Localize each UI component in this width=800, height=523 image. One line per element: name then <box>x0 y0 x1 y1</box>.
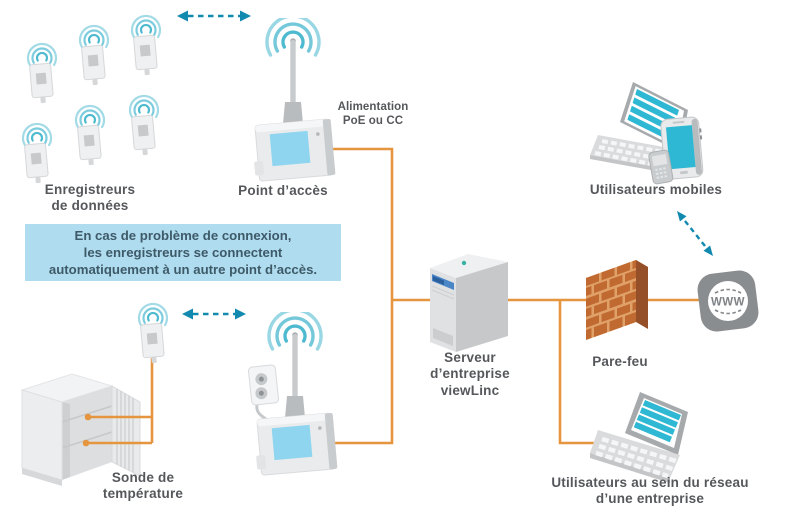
line-temperature-probes <box>86 358 154 445</box>
line-accesspoints-trunk <box>333 147 394 445</box>
wifi-ripples-icon <box>265 18 321 57</box>
feature-phone-icon <box>648 149 674 185</box>
wifi-ripples-icon <box>267 312 323 351</box>
temperature-probe-label: Sonde de température <box>102 470 184 502</box>
server-label: Serveur d’entreprise viewLinc <box>430 350 510 398</box>
data-logger-icon <box>128 94 160 156</box>
access-point-screen <box>271 424 313 461</box>
wifi-ripples-icon <box>21 122 53 147</box>
data-logger-icon <box>26 42 58 104</box>
data-loggers-label: Enregistreurs de données <box>44 182 136 214</box>
mobile-users-devices <box>590 82 704 185</box>
data-logger-icon <box>137 302 169 364</box>
smartphone-icon <box>660 116 704 180</box>
power-note-label: Alimentation PoE ou CC <box>337 101 409 128</box>
dashed-double-arrow-icon <box>182 308 246 320</box>
wifi-ripples-icon <box>78 24 110 49</box>
line-to-network-users <box>558 300 600 445</box>
access-point-label: Point d’accès <box>238 183 328 198</box>
data-logger-icon <box>78 24 110 86</box>
www-text: WWW <box>711 297 745 309</box>
dashed-double-arrow-icon <box>177 10 251 22</box>
firewall-label: Pare-feu <box>592 354 648 369</box>
connection-info-box: En cas de problème de connexion, les enr… <box>25 224 341 281</box>
data-logger-icon <box>74 104 106 166</box>
server-tower-icon <box>430 254 508 352</box>
wifi-ripples-icon <box>74 104 106 129</box>
antenna-icon <box>290 40 296 104</box>
dashed-double-arrow-icon <box>677 211 713 256</box>
globe-www-icon: WWW <box>697 270 759 332</box>
wifi-ripples-icon <box>130 14 162 39</box>
orange-network-lines <box>86 147 700 445</box>
connection-info-text: En cas de problème de connexion, les enr… <box>48 227 318 278</box>
access-point-screen <box>269 130 311 167</box>
laptop-icon <box>590 392 688 483</box>
wifi-ripples-icon <box>137 302 169 327</box>
temperature-probe-dot-icon <box>84 413 92 421</box>
temperature-probe-dot-icon <box>82 439 90 447</box>
mobile-users-label: Utilisateurs mobiles <box>589 182 723 197</box>
access-point-icon <box>247 312 338 476</box>
wifi-ripples-icon <box>128 94 160 119</box>
access-point-icon <box>254 18 336 182</box>
network-users-label: Utilisateurs au sein du réseau d’une ent… <box>551 475 749 507</box>
data-logger-icon <box>21 122 53 184</box>
firewall-brick-icon <box>586 259 648 340</box>
wifi-ripples-icon <box>26 42 58 67</box>
cabinet-chamber-icon <box>20 373 141 486</box>
antenna-icon <box>292 334 298 398</box>
data-logger-icon <box>130 14 162 76</box>
